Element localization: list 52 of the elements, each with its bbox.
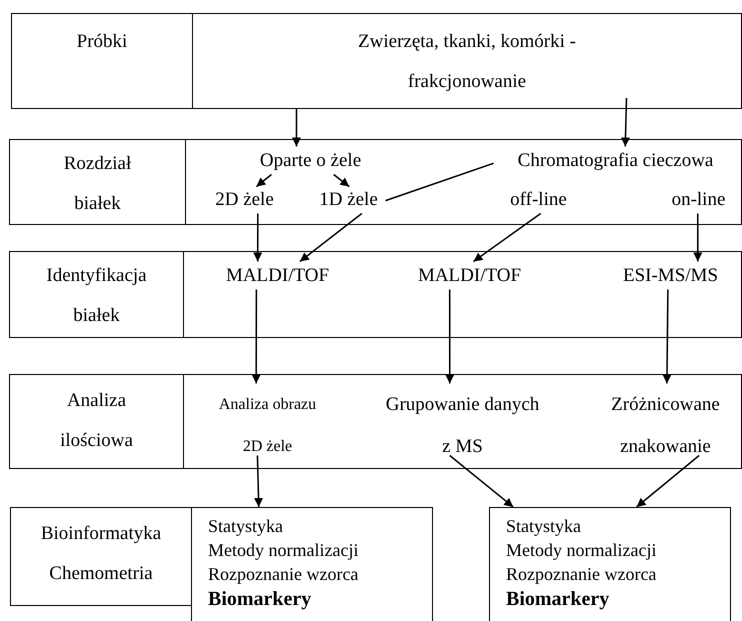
table-cell	[9, 374, 184, 469]
result-box	[489, 507, 731, 621]
connector-line	[385, 162, 494, 202]
step-label: Oparte o żele	[250, 146, 372, 174]
arrow	[254, 455, 264, 508]
arrow	[693, 214, 702, 262]
step-label: Analiza obrazu 2D żele	[204, 384, 330, 456]
step-label: ESI-MS/MS	[606, 262, 736, 290]
cell-text: Zwierzęta, tkanki, komórki - frakcjonowanie	[357, 30, 577, 94]
row-box	[183, 251, 742, 338]
table-cell	[192, 13, 742, 109]
arrow	[449, 454, 514, 508]
arrow	[299, 212, 362, 262]
table-cell	[11, 13, 193, 109]
step-label: Grupowanie danych z MS	[372, 384, 554, 456]
arrow	[445, 290, 454, 384]
list-item: Metody normalizacji	[506, 539, 658, 562]
table-cell	[9, 139, 186, 225]
result-box	[191, 507, 433, 621]
arrow	[473, 212, 542, 262]
list-item: Statystyka	[208, 515, 284, 538]
step-label: MALDI/TOF	[404, 262, 536, 290]
arrow	[636, 454, 700, 508]
result-heading: Biomarkery	[208, 587, 312, 612]
step-label: 2D żele	[208, 186, 282, 214]
row-box	[183, 374, 742, 469]
result-heading: Biomarkery	[506, 587, 610, 612]
list-item: Statystyka	[506, 515, 582, 538]
step-label: MALDI/TOF	[212, 262, 344, 290]
list-item: Metody normalizacji	[208, 539, 360, 562]
table-cell	[9, 251, 184, 338]
row-box	[185, 139, 742, 225]
cell-text: Bioinformatyka Chemometria	[40, 522, 162, 586]
table-cell	[10, 507, 192, 606]
arrow	[252, 290, 261, 384]
step-label: on-line	[662, 186, 736, 214]
arrow	[256, 174, 272, 188]
list-item: Rozpoznanie wzorca	[506, 563, 658, 586]
step-label: 1D żele	[312, 186, 386, 214]
cell-text: Analiza ilościowa	[59, 389, 134, 453]
arrow	[333, 174, 350, 188]
cell-text: Próbki	[76, 30, 128, 54]
arrow	[621, 98, 630, 147]
list-item: Rozpoznanie wzorca	[208, 563, 360, 586]
arrow	[253, 214, 262, 262]
step-label: Zróżnicowane znakowanie	[596, 384, 736, 456]
cell-text: Rozdział białek	[62, 152, 132, 216]
cell-text: Identyfikacja białek	[45, 264, 148, 328]
arrow	[292, 109, 301, 146]
arrow	[662, 290, 672, 384]
step-label: off-line	[502, 186, 576, 214]
step-label: Chromatografia cieczowa	[494, 146, 738, 174]
